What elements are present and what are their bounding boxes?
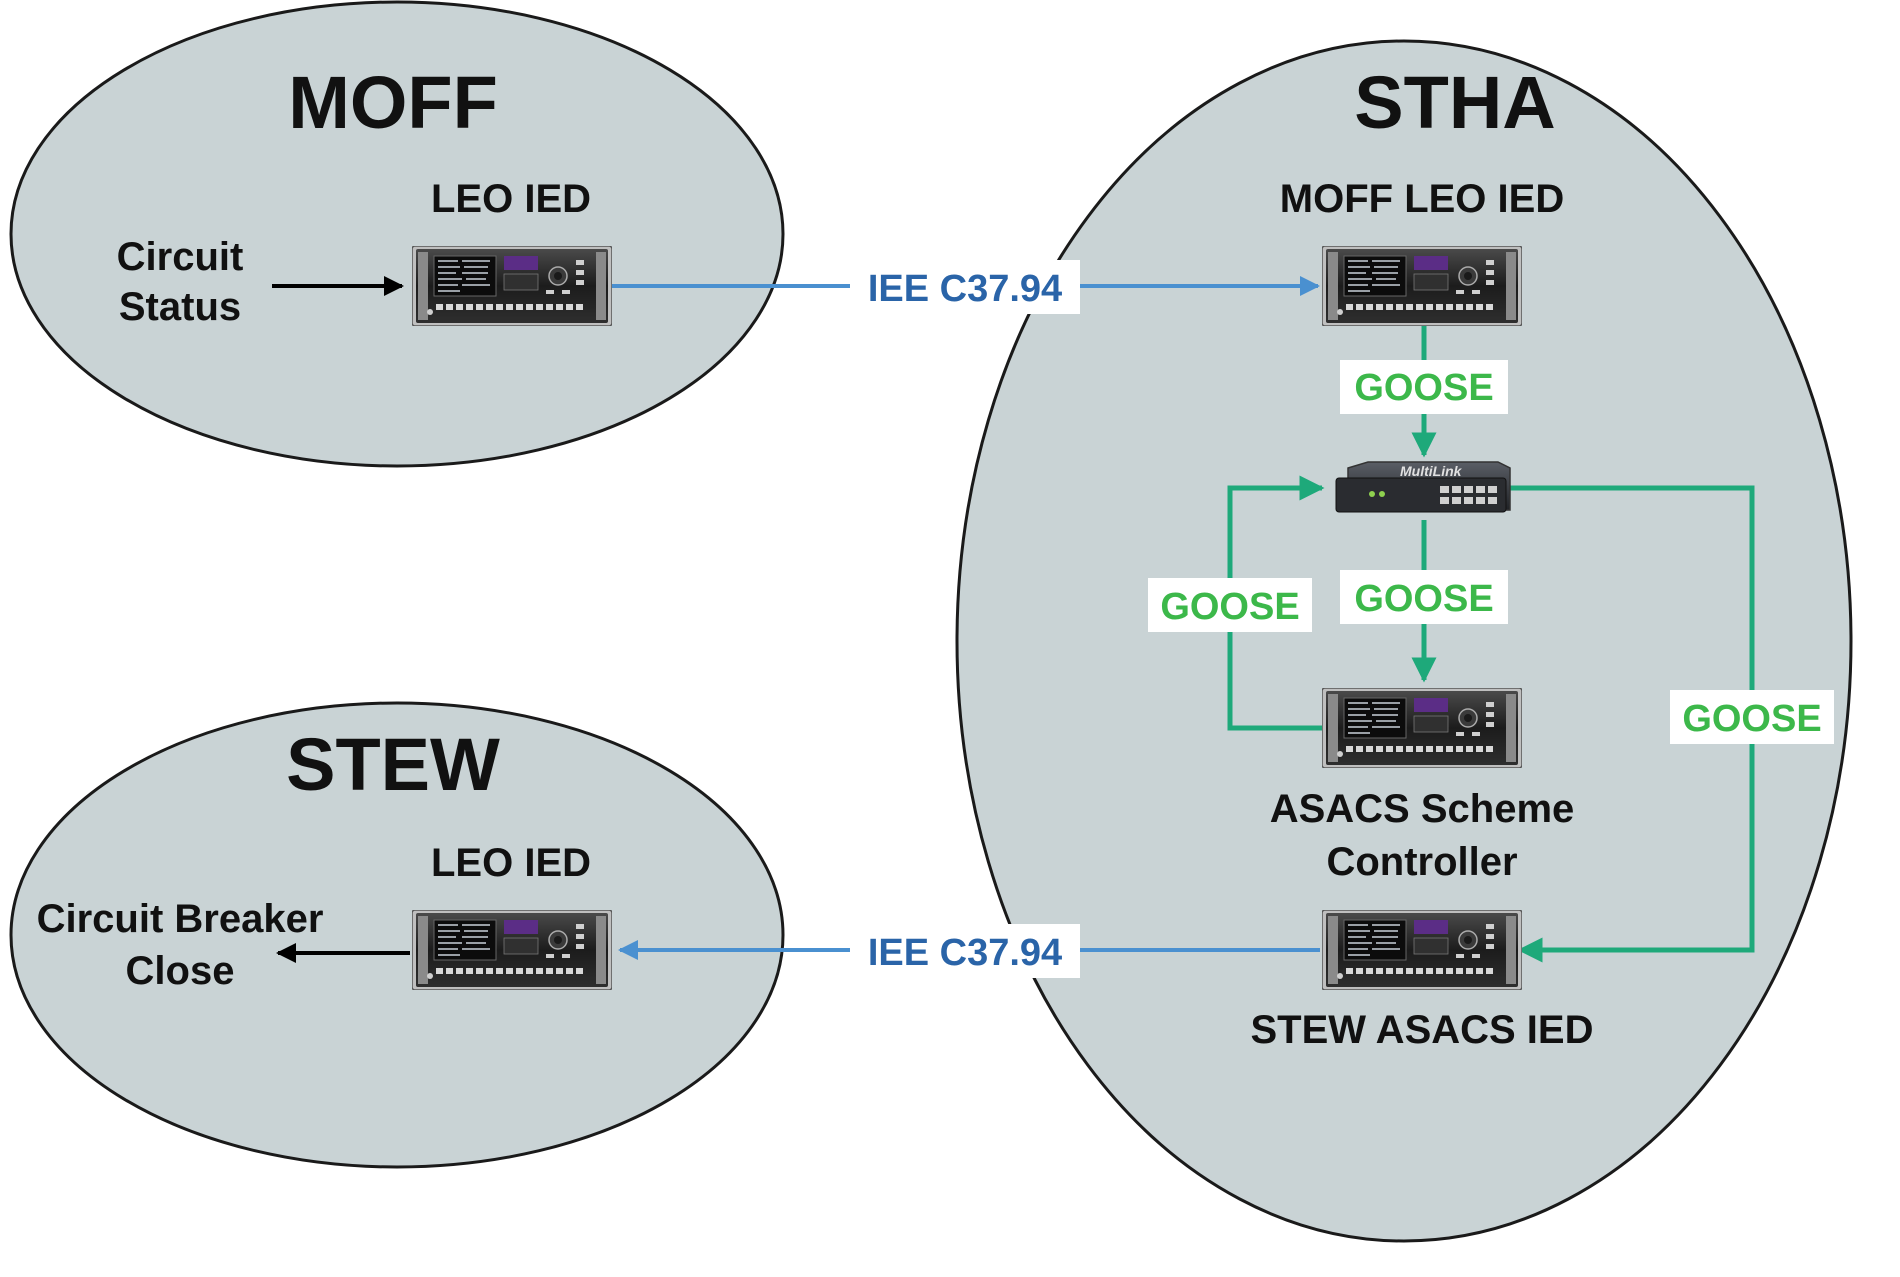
stew-leo-ied: LEO IED (412, 841, 612, 990)
stha-moff-leo-ied: MOFF LEO IED (1280, 177, 1564, 326)
stew-asacs-ied-label: STEW ASACS IED (1251, 1008, 1594, 1052)
goose-label-3: GOOSE (1160, 586, 1299, 628)
asacs-scheme-controller: ASACS Scheme Controller (1270, 688, 1575, 884)
breaker-close-line2: Close (126, 949, 235, 993)
asacs-controller-label-line1: ASACS Scheme (1270, 787, 1575, 831)
stew-leo-ied-label: LEO IED (431, 841, 591, 885)
stew-asacs-ied: STEW ASACS IED (1251, 910, 1594, 1052)
stha-moff-leo-ied-label: MOFF LEO IED (1280, 177, 1564, 221)
ied-device-icon (412, 246, 612, 326)
zone-stew: STEW (9, 701, 785, 1169)
ied-device-icon (1322, 688, 1522, 768)
moff-leo-ied: LEO IED (412, 177, 612, 326)
zone-stha: STHA (955, 39, 1853, 1243)
switch-brand-logo: MultiLink (1400, 463, 1463, 479)
breaker-close-line1: Circuit Breaker (37, 897, 324, 941)
ethernet-switch: MultiLink (1335, 461, 1511, 513)
top-protocol-label: IEE C37.94 (868, 268, 1062, 310)
ied-device-icon (1322, 910, 1522, 990)
ied-device-icon (412, 910, 612, 990)
ied-device-icon (1322, 246, 1522, 326)
goose-label-2: GOOSE (1354, 578, 1493, 620)
circuit-status-line1: Circuit (117, 235, 244, 279)
bottom-protocol-label: IEE C37.94 (868, 932, 1062, 974)
goose-label-4: GOOSE (1682, 698, 1821, 740)
zone-stha-title: STHA (1354, 61, 1555, 144)
zone-moff-title: MOFF (288, 61, 498, 144)
asacs-controller-label-line2: Controller (1326, 840, 1517, 884)
goose-label-1: GOOSE (1354, 367, 1493, 409)
zone-stew-title: STEW (286, 723, 500, 806)
zone-moff: MOFF (9, 0, 785, 468)
circuit-status-line2: Status (119, 285, 241, 329)
moff-leo-ied-label: LEO IED (431, 177, 591, 221)
